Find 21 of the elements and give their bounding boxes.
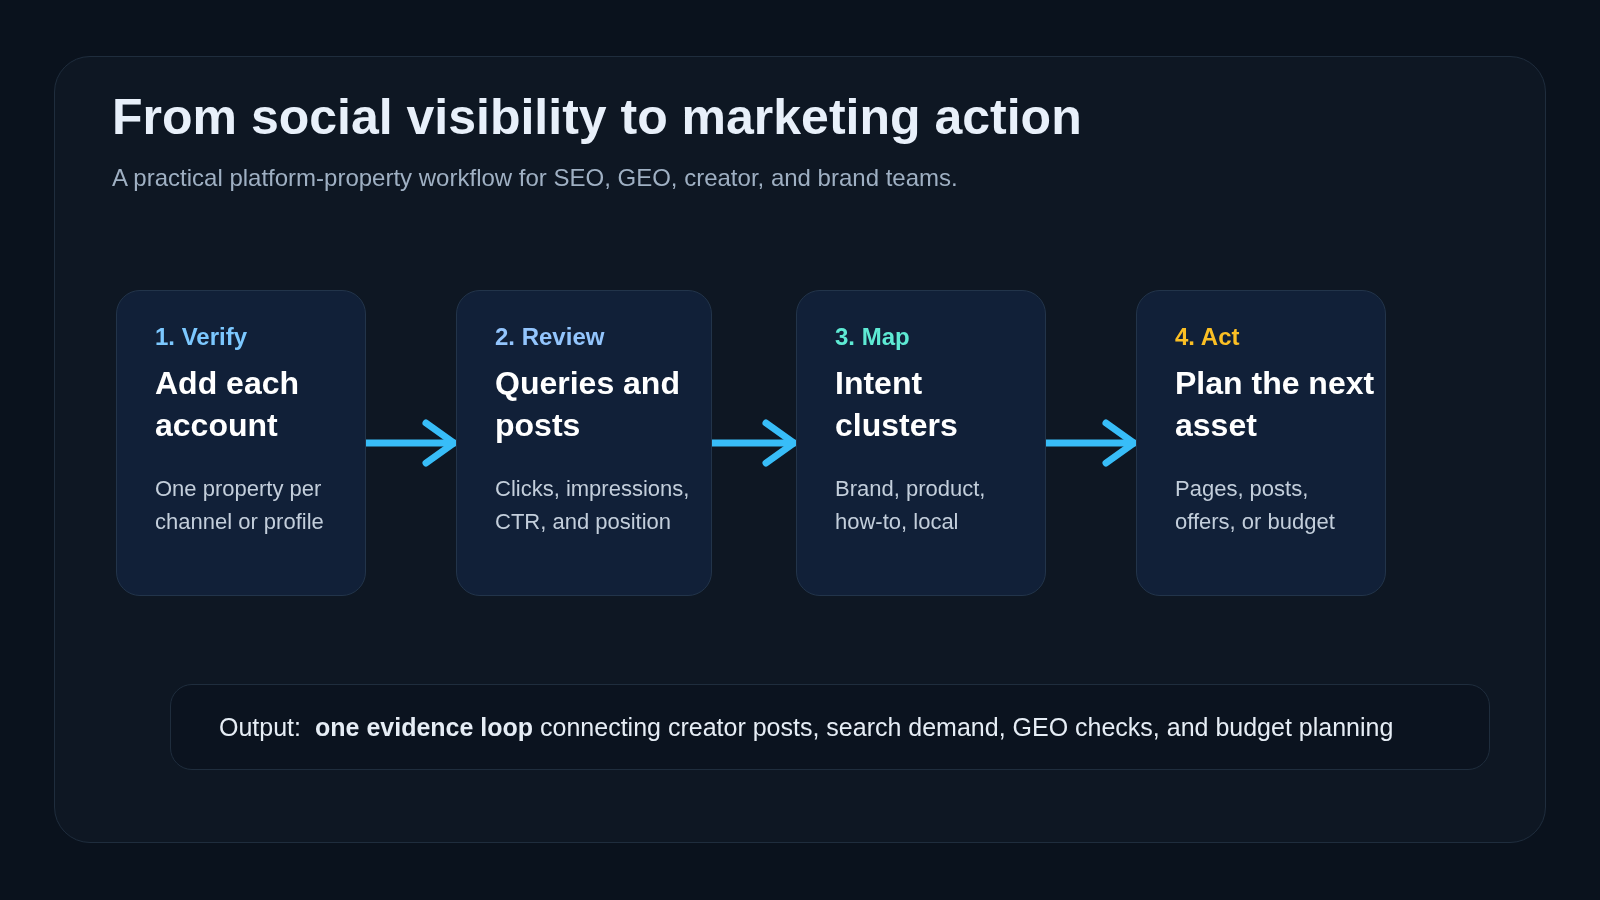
step-card — [116, 290, 366, 596]
subtitle: A practical platform-property workflow for SEO, GEO, creator, and brand teams. — [112, 164, 958, 192]
step-label: 1. Verify — [155, 323, 249, 351]
title: From social visibility to marketing action — [112, 88, 1082, 146]
step-card — [456, 290, 712, 596]
step-card — [796, 290, 1046, 596]
step-card — [1136, 290, 1386, 596]
step-label: 2. Review — [495, 323, 606, 351]
step-label: 3. Map — [835, 323, 911, 351]
step-label: 4. Act — [1175, 323, 1241, 351]
step-heading: Queries and posts — [495, 364, 681, 445]
step-heading: Intent clusters — [835, 364, 959, 445]
step-description: Pages, posts, offers, or budget — [1175, 475, 1336, 537]
step-heading: Add each account — [155, 364, 301, 445]
step-heading: Plan the next asset — [1175, 364, 1375, 445]
output-label: Output: — [219, 712, 301, 742]
step-description: Clicks, impressions, CTR, and position — [495, 475, 691, 537]
output-text: one evidence loop connecting creator posts, search demand, GEO checks, and budget planning — [315, 712, 1394, 742]
step-description: Brand, product, how-to, local — [835, 475, 987, 537]
output-banner — [170, 684, 1490, 770]
step-description: One property per channel or profile — [155, 475, 325, 537]
